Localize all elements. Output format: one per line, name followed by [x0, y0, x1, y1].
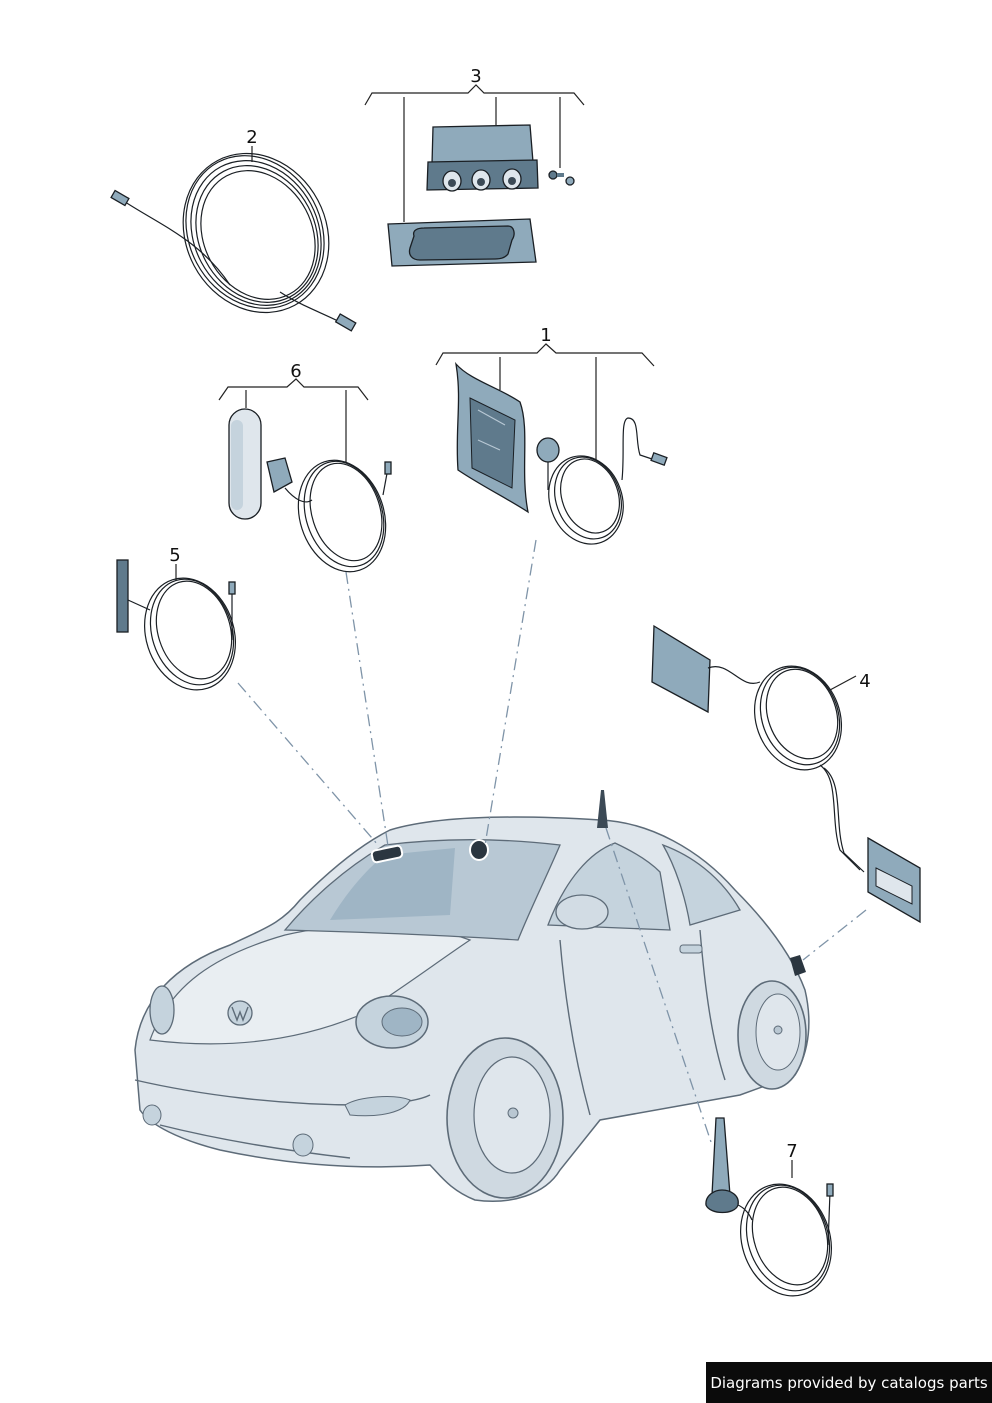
rod-antenna-plug	[826, 1183, 834, 1197]
fog-light-right	[292, 1133, 314, 1157]
cable-plug-right	[334, 313, 357, 332]
antenna-plate-lower-label	[875, 867, 913, 905]
windshield-module-cover-shade	[231, 420, 243, 510]
assembly-leader-lines	[237, 539, 867, 1146]
turn-signal	[344, 1096, 411, 1117]
windshield-module-housing	[266, 457, 293, 493]
roof-antenna-mast	[597, 790, 608, 828]
rear-plate-mount	[790, 955, 806, 976]
callout-2: 2	[246, 127, 257, 148]
rod-antenna-mast	[711, 1117, 731, 1196]
callout-4: 4	[859, 671, 870, 692]
part-1-film-antenna-group	[435, 343, 668, 545]
amplifier-housing	[431, 124, 534, 165]
fog-light-left	[142, 1104, 162, 1126]
windshield-module-plug	[384, 461, 392, 475]
part-5-strip-antenna-group	[116, 559, 237, 691]
part-3-amplifier-group	[364, 84, 585, 267]
front-bumper	[134, 1079, 431, 1106]
antenna-film-window	[469, 397, 516, 489]
windshield-mount-module	[370, 844, 404, 864]
callout-6: 6	[290, 361, 301, 382]
film-antenna-connector	[536, 437, 560, 463]
credit-banner: Diagrams provided by catalogs parts	[706, 1362, 992, 1403]
cable-coil	[182, 152, 330, 314]
antenna-plate-upper	[651, 624, 711, 714]
callout-7: 7	[786, 1141, 797, 1162]
windshield-mount-film	[469, 839, 489, 861]
side-mirror	[555, 894, 609, 930]
antenna-strip	[116, 559, 129, 633]
amplifier-connectors	[442, 168, 522, 192]
rod-antenna-base	[705, 1189, 739, 1214]
callout-labels: 3 2 1 6 5 4 7	[169, 66, 870, 1162]
left-headlight	[149, 985, 175, 1035]
part-2-extension-cable	[110, 146, 357, 332]
callout-1: 1	[540, 325, 551, 346]
callout-3: 3	[470, 66, 481, 87]
callout-5: 5	[169, 545, 180, 566]
part-6-windshield-module-group	[218, 378, 392, 573]
antenna-film-reflection	[477, 409, 506, 451]
screw-icon	[548, 170, 575, 186]
door-handle	[679, 944, 703, 954]
headlight-lens	[381, 1007, 423, 1037]
amplifier-bracket-slot	[408, 225, 515, 261]
cable-plug-left	[110, 189, 130, 207]
strip-antenna-plug	[228, 581, 236, 595]
rear-side-window	[661, 843, 741, 926]
vw-emblem-letters	[231, 1006, 249, 1022]
windshield-reflection	[330, 848, 455, 920]
front-wheel-nut	[507, 1107, 519, 1119]
rear-wheel-nut	[773, 1025, 783, 1035]
part-7-rod-antenna-group	[705, 1117, 834, 1297]
grille	[159, 1124, 351, 1159]
part-4-antenna-plates-group	[651, 624, 921, 924]
car-illustration	[134, 790, 810, 1202]
film-antenna-plug	[650, 452, 668, 466]
plate-cable-coil	[753, 665, 843, 771]
